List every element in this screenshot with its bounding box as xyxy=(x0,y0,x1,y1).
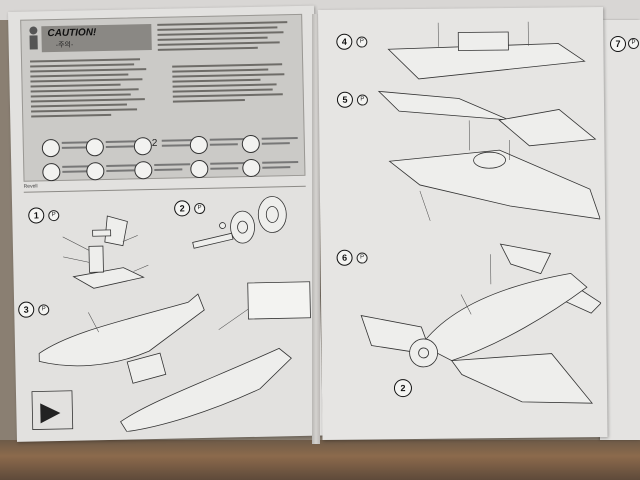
count-mark: 2 xyxy=(151,137,158,150)
caution-title: CAUTION! xyxy=(47,27,97,40)
engine-assembly-drawing xyxy=(192,196,287,249)
repeat-icon xyxy=(134,161,153,180)
tool-icon xyxy=(42,162,61,182)
info-icon xyxy=(242,158,261,178)
paint-icon xyxy=(241,134,261,154)
step-badge: 5 xyxy=(336,91,354,108)
instruction-page-left: CAUTION! -주의- 2 xyxy=(8,5,323,442)
legend-cell: 2 xyxy=(132,135,198,156)
caution-text-right xyxy=(172,63,293,106)
cockpit-assembly-drawing xyxy=(62,215,149,289)
cross-icon xyxy=(133,137,153,156)
phone-icon xyxy=(190,159,209,179)
check-icon xyxy=(85,138,105,157)
glue-icon: P xyxy=(628,38,639,49)
legend-cell xyxy=(240,133,302,154)
caution-panel: CAUTION! -주의- 2 xyxy=(20,13,306,182)
wing-assembly-drawing xyxy=(377,90,601,221)
glue-icon: P xyxy=(356,36,368,48)
brand-footer: Revell xyxy=(23,183,38,190)
symbol-legend-grid: 2 xyxy=(40,133,309,183)
caution-text-block xyxy=(157,21,294,54)
legend-cell xyxy=(132,159,194,180)
step-badge: 1 xyxy=(28,207,45,224)
caution-subtitle: -주의- xyxy=(55,41,74,50)
glue-icon xyxy=(41,138,61,158)
step-badge: 4 xyxy=(336,33,353,50)
aircraft-final-drawing xyxy=(360,243,602,404)
instruction-page-right: 4 P 5 P 6 P xyxy=(318,7,608,440)
book-gutter xyxy=(312,14,320,444)
wooden-table xyxy=(0,440,640,480)
callout-badge: 2 xyxy=(393,379,413,398)
step-badge-next: 7 xyxy=(610,36,626,52)
decal-icon xyxy=(189,135,209,155)
caution-text-left xyxy=(30,58,151,120)
warning-figure-icon xyxy=(29,26,38,50)
assembly-icon xyxy=(86,162,105,181)
wing-center-drawing xyxy=(387,21,586,80)
legend-cell xyxy=(240,157,302,178)
fuselage-assembly-drawing xyxy=(31,281,311,433)
